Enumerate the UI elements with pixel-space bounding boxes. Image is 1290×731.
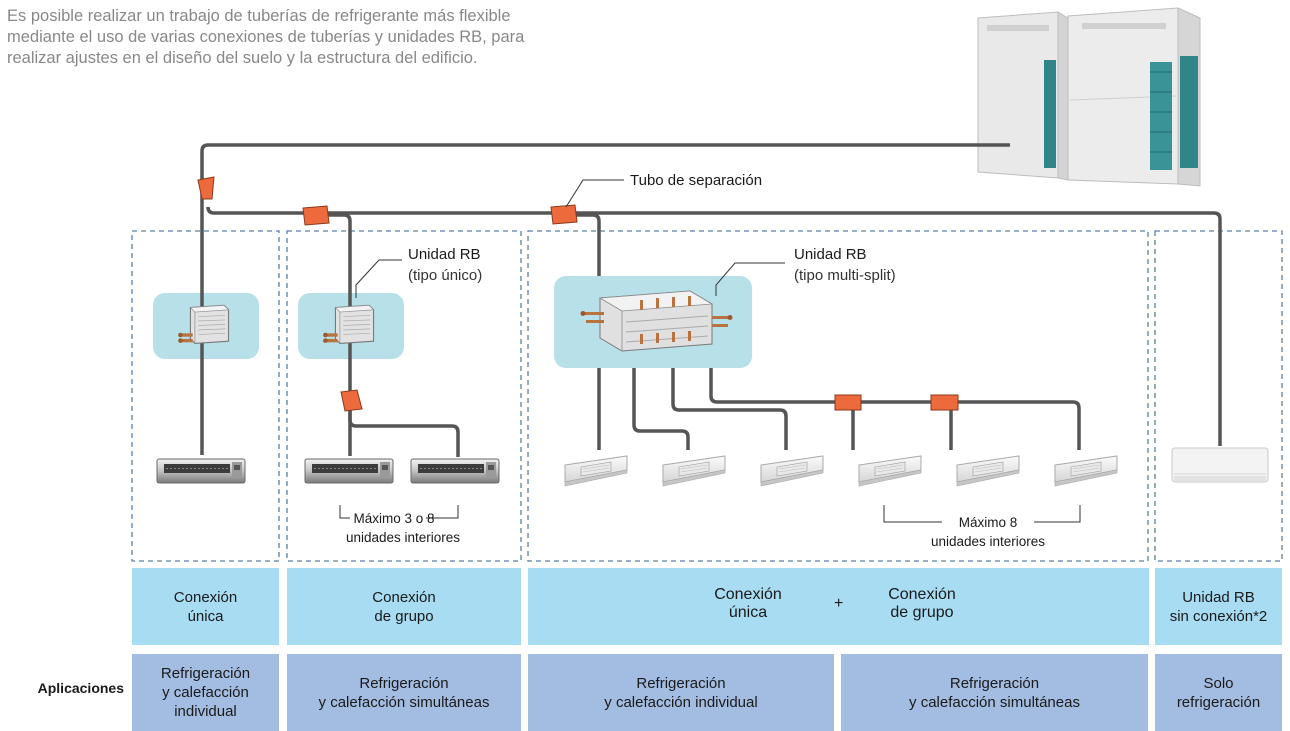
applications-label: Aplicaciones <box>37 680 124 696</box>
duct-unit-icon <box>410 458 500 484</box>
cassette-unit-icon <box>564 455 628 487</box>
duct-unit-icon <box>156 458 246 484</box>
bracket-line <box>883 505 942 523</box>
cassette-unit-icon <box>1054 455 1118 487</box>
application-label: individual <box>174 703 237 720</box>
bracket-line <box>426 505 459 519</box>
callout-line <box>565 179 624 208</box>
rb-unit-multi-subtitle: (tipo multi-split) <box>794 267 896 284</box>
application-label: y calefacción individual <box>604 693 758 711</box>
intro-line: mediante el uso de varias conexiones de … <box>7 28 525 46</box>
connection-label: sin conexión*2 <box>1169 607 1268 625</box>
piping-diagram: Tubo de separación Unidad RB (tipo único… <box>131 7 1283 562</box>
application-label: Refrigeración <box>636 674 726 692</box>
connection-label: Conexión <box>173 588 238 606</box>
branch-pipe <box>314 213 352 456</box>
separation-tube-joint-icon <box>834 394 862 411</box>
section-frame <box>286 230 522 562</box>
connection-label: Unidad RB <box>1182 588 1255 606</box>
section-frame <box>131 230 280 562</box>
cassette-unit-icon <box>760 455 824 487</box>
connection-label: Conexión <box>372 588 436 606</box>
connection-label: única <box>187 607 224 625</box>
separation-tube-joint-icon <box>930 394 959 411</box>
branch-pipe <box>709 368 1081 450</box>
branch-pipe <box>348 410 460 457</box>
separation-tube-label: Tubo de separación <box>630 172 762 189</box>
intro-line: realizar ajustes en el diseño del suelo … <box>7 49 478 67</box>
main-pipe <box>200 143 1010 455</box>
separation-tube-joint-icon <box>302 205 330 226</box>
cassette-unit-icon <box>858 455 922 487</box>
branch-pipe <box>567 213 601 276</box>
rb-unit-multi-title: Unidad RB <box>794 246 867 263</box>
max-units-label: Máximo 3 o 8 <box>353 511 434 526</box>
callout-line <box>715 262 785 296</box>
rb-unit-single-subtitle: (tipo único) <box>408 267 482 284</box>
connection-label: de grupo <box>890 604 954 621</box>
section-frame <box>527 230 1149 562</box>
separation-tube-joint-icon <box>340 389 363 412</box>
intro-text: Es posible realizar un trabajo de tuberí… <box>7 6 707 69</box>
intro-line: Es posible realizar un trabajo de tuberí… <box>7 7 511 25</box>
cassette-unit-icon <box>662 455 726 487</box>
branch-pipe <box>671 368 788 450</box>
bracket-line <box>1034 505 1081 523</box>
application-label: y calefacción simultáneas <box>909 693 1080 711</box>
max-units-label: unidades interiores <box>346 530 460 545</box>
separation-tube-joint-icon <box>550 204 578 225</box>
max-units-label: unidades interiores <box>931 534 1045 549</box>
branch-pipe <box>632 368 690 450</box>
application-label: y calefacción <box>162 684 249 701</box>
cassette-unit-icon <box>956 455 1020 487</box>
application-cell: Refrigeración y calefacción individual <box>132 654 279 731</box>
connection-label: Conexión <box>714 586 782 603</box>
outdoor-unit-icon <box>977 7 1201 187</box>
rb-unit-single-title: Unidad RB <box>408 246 481 263</box>
application-label: Refrigeración <box>359 674 449 692</box>
connection-label: única <box>728 604 768 621</box>
separation-tube-joint-icon <box>197 176 215 200</box>
callout-line <box>355 259 402 298</box>
secondary-pipe <box>206 206 1222 446</box>
bracket-line <box>339 505 350 519</box>
plus-sign: + <box>834 595 844 612</box>
application-label: refrigeración <box>1176 693 1261 711</box>
application-label: y calefacción simultáneas <box>318 693 490 711</box>
duct-unit-icon <box>304 458 394 484</box>
application-label: Refrigeración <box>949 674 1040 692</box>
connection-label: de grupo <box>374 607 434 625</box>
connection-label: Conexión <box>888 586 956 603</box>
rb-unit-multi-icon <box>580 290 733 352</box>
application-label: Solo <box>1203 674 1234 692</box>
max-units-label: Máximo 8 <box>959 515 1018 530</box>
application-label: Refrigeración <box>160 665 251 682</box>
section-frames <box>131 230 1283 562</box>
wall-unit-icon <box>1171 447 1269 483</box>
